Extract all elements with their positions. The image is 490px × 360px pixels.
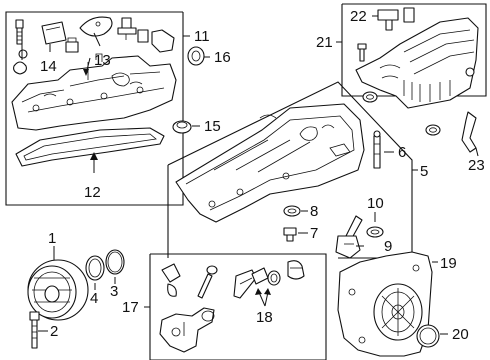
bolt-17-icon — [197, 265, 218, 299]
seal-18-icon — [267, 270, 281, 286]
seal-4-icon — [85, 255, 105, 290]
callout-1: 1 — [48, 230, 56, 247]
callout-6: 6 — [398, 144, 406, 161]
crankshaft-pulley-icon — [27, 246, 89, 321]
plug-18-icon — [287, 260, 305, 280]
callout-3: 3 — [110, 283, 118, 300]
intake-group — [336, 3, 487, 136]
gasket-12-icon — [15, 127, 165, 167]
callout-13: 13 — [94, 52, 111, 69]
callout-7: 7 — [310, 225, 318, 242]
cap-13-icon — [137, 29, 175, 53]
callout-5: 5 — [420, 163, 428, 180]
callout-18: 18 — [256, 309, 273, 326]
callout-4: 4 — [90, 290, 98, 307]
bracket-23-icon — [461, 111, 479, 157]
oil-pan-icon — [175, 103, 365, 223]
callout-17: 17 — [122, 299, 139, 316]
callout-12: 12 — [84, 184, 101, 201]
bolt-2-icon — [29, 311, 48, 349]
tube-6-icon — [373, 130, 381, 169]
valve-cover-group — [5, 11, 190, 206]
seal-21-icon — [362, 67, 475, 136]
callout-2: 2 — [50, 323, 58, 340]
callout-8: 8 — [310, 203, 318, 220]
plug-7-icon — [283, 227, 297, 242]
valve-cover-icon — [11, 53, 177, 131]
callout-14: 14 — [40, 58, 57, 75]
pump-group — [144, 253, 327, 360]
callout-9: 9 — [384, 238, 392, 255]
callout-16: 16 — [214, 49, 231, 66]
seal-14-icon — [41, 21, 67, 45]
clip-13-icon — [65, 37, 79, 53]
washer-10-icon — [366, 212, 384, 238]
sensor-9-icon — [335, 215, 364, 259]
plug-16-icon — [187, 46, 210, 66]
callout-10: 10 — [367, 195, 384, 212]
callout-22: 22 — [350, 8, 367, 25]
sensor-13-icon — [117, 17, 137, 40]
timing-cover-icon — [337, 251, 438, 357]
callout-20: 20 — [452, 326, 469, 343]
callout-21: 21 — [316, 34, 333, 51]
callout-11: 11 — [194, 28, 210, 45]
callout-23: 23 — [468, 157, 485, 174]
sensor-22-icon — [377, 7, 415, 31]
grommet-14-icon — [13, 49, 28, 75]
gasket-17-icon — [161, 263, 181, 297]
gasket-13-icon — [79, 16, 113, 37]
bolt-21-icon — [357, 43, 367, 62]
tube-18-icon — [233, 267, 269, 299]
callout-19: 19 — [440, 255, 457, 272]
pump-17-icon — [159, 307, 215, 353]
callout-15: 15 — [204, 118, 221, 135]
bolt-14-icon — [15, 19, 24, 45]
cap-15-icon — [172, 120, 200, 134]
seal-20-icon — [416, 324, 448, 348]
seal-3-icon — [105, 249, 125, 284]
washer-8-icon — [283, 205, 301, 217]
